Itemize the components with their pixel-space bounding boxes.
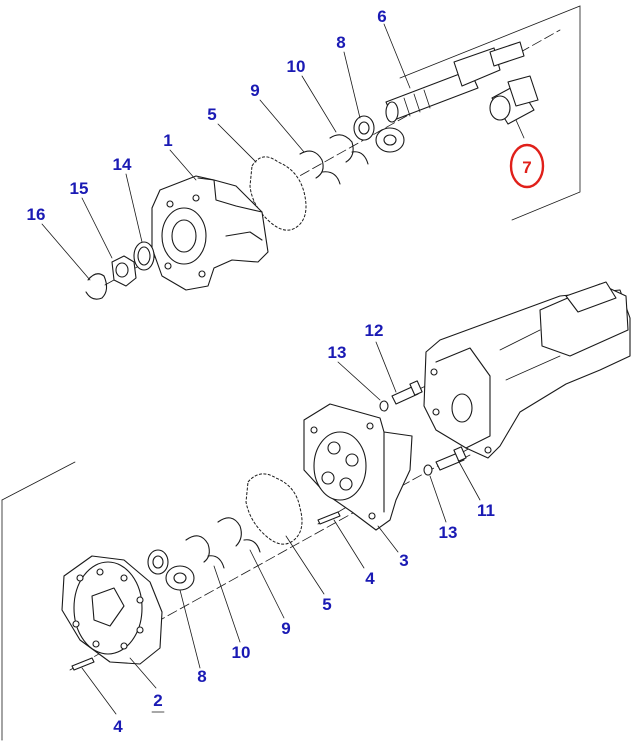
callout-13-upper: 13 [328, 343, 347, 362]
housing-part-1 [151, 175, 269, 291]
callout-2: 2 [153, 691, 162, 710]
pin-part-4-upper [317, 511, 341, 525]
callout-10-upper: 10 [287, 57, 306, 76]
callout-7: 7 [522, 158, 531, 177]
nut-part-15 [111, 255, 137, 287]
callout-16: 16 [27, 205, 46, 224]
ring-part-9-lower [217, 517, 261, 553]
washer-part-8-lower [147, 549, 195, 591]
housing-part-3 [303, 403, 413, 531]
callout-labels: 6 8 10 9 5 1 14 15 16 7 12 13 11 13 3 4 … [27, 7, 532, 736]
washer-part-14 [133, 241, 155, 271]
callout-9-lower: 9 [281, 619, 290, 638]
snap-ring-part-10-lower [185, 535, 225, 569]
callout-6: 6 [377, 7, 386, 26]
callout-4-upper: 4 [365, 569, 375, 588]
callout-4-lower: 4 [113, 717, 123, 736]
highlight-ellipse [509, 143, 545, 189]
callout-3: 3 [399, 551, 408, 570]
washer-part-8-upper [353, 115, 405, 153]
boundary-lines [1, 5, 581, 741]
washer-part-13-upper [379, 400, 389, 412]
callout-15: 15 [70, 179, 89, 198]
gasket-part-5-upper [249, 156, 307, 231]
ring-part-9-upper [299, 150, 341, 185]
bolt-part-11 [435, 446, 467, 471]
callout-12: 12 [365, 321, 384, 340]
callout-9-upper: 9 [250, 81, 259, 100]
callout-8-lower: 8 [197, 667, 206, 686]
snap-ring-part-10-upper [329, 134, 369, 165]
pin-part-4-lower [71, 657, 95, 671]
callout-5-lower: 5 [322, 595, 331, 614]
callout-8-upper: 8 [336, 33, 345, 52]
snap-ring-part-16 [85, 273, 108, 300]
callout-13-lower: 13 [439, 523, 458, 542]
callout-1: 1 [163, 131, 172, 150]
shaft-part-6 [385, 41, 525, 123]
callout-5-upper: 5 [207, 105, 216, 124]
callout-11: 11 [477, 501, 495, 520]
pump-assembly-rear [423, 281, 631, 459]
coupling-part-7 [489, 75, 539, 139]
bolt-part-12 [391, 380, 423, 405]
end-cover-part-2 [61, 555, 163, 665]
gasket-part-5-lower [245, 473, 303, 545]
callout-10-lower: 10 [232, 643, 251, 662]
washer-part-13-lower [423, 464, 433, 476]
callout-14: 14 [113, 155, 132, 174]
leader-lines [41, 23, 481, 715]
